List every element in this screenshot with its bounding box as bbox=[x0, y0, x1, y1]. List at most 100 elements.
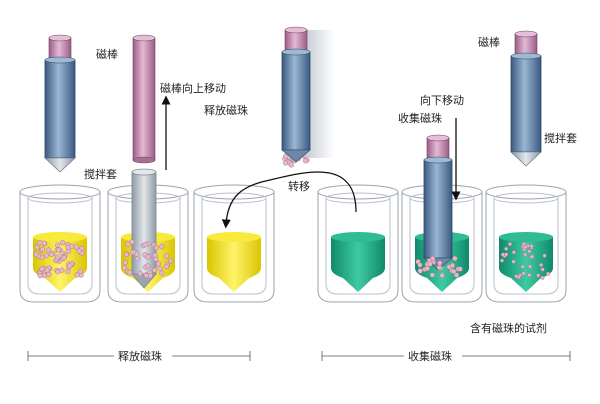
magnetic-rod-1 bbox=[44, 34, 76, 173]
bead bbox=[500, 258, 505, 263]
bead bbox=[457, 266, 463, 272]
bead bbox=[163, 263, 170, 270]
bead bbox=[529, 244, 534, 249]
stage-collect-label: 收集磁珠 bbox=[408, 349, 452, 363]
bead bbox=[39, 247, 46, 253]
bead bbox=[65, 269, 71, 275]
bead bbox=[424, 265, 430, 272]
tube-3 bbox=[193, 184, 275, 303]
stage-release: 释放磁珠 bbox=[27, 348, 251, 364]
bead bbox=[454, 272, 460, 278]
bead bbox=[65, 248, 71, 255]
bead bbox=[43, 252, 49, 259]
magnetic-rod-transfer bbox=[281, 26, 334, 163]
bead bbox=[155, 261, 162, 267]
bead bbox=[523, 252, 528, 257]
bead bbox=[34, 244, 40, 250]
bead bbox=[74, 272, 80, 278]
bead bbox=[437, 260, 443, 266]
bead bbox=[46, 247, 52, 253]
bead bbox=[508, 242, 513, 247]
bead bbox=[151, 267, 158, 273]
tube-6 bbox=[485, 184, 567, 303]
bead bbox=[73, 244, 80, 250]
bead bbox=[37, 240, 43, 246]
bead bbox=[504, 246, 509, 251]
bead bbox=[282, 160, 289, 166]
bead bbox=[137, 271, 143, 277]
stage-collect: 收集磁珠 bbox=[321, 348, 571, 364]
tube-4 bbox=[317, 184, 399, 303]
bead bbox=[417, 268, 423, 274]
bead bbox=[500, 252, 505, 257]
bead bbox=[77, 268, 84, 274]
bead bbox=[159, 244, 165, 250]
tube-2 bbox=[107, 168, 189, 303]
bead bbox=[530, 254, 535, 259]
bead bbox=[61, 255, 67, 261]
label-reagent: 含有磁珠的试剂 bbox=[470, 321, 547, 335]
bead bbox=[59, 240, 66, 246]
bead bbox=[539, 262, 544, 267]
label-release-beads: 释放磁珠 bbox=[204, 103, 248, 117]
label-move-down: 向下移动 bbox=[420, 93, 464, 107]
bead bbox=[55, 247, 62, 253]
label-collect-beads: 收集磁珠 bbox=[398, 111, 442, 125]
bead bbox=[527, 273, 532, 278]
bead bbox=[69, 243, 75, 250]
bead bbox=[159, 270, 165, 276]
bead bbox=[39, 266, 45, 272]
bead bbox=[521, 271, 526, 276]
magnetic-beads bbox=[33, 151, 551, 280]
bead bbox=[451, 268, 457, 275]
bead bbox=[76, 248, 82, 254]
bead bbox=[163, 253, 170, 259]
bead bbox=[523, 245, 528, 250]
bead bbox=[302, 158, 309, 164]
bead bbox=[67, 263, 73, 269]
bead bbox=[145, 254, 151, 260]
bead bbox=[449, 262, 456, 269]
bead bbox=[37, 273, 43, 279]
bead bbox=[123, 251, 130, 258]
label-sleeve-right: 搅拌套 bbox=[544, 131, 577, 145]
tube-5 bbox=[401, 134, 483, 303]
bead bbox=[522, 242, 527, 247]
bead bbox=[129, 239, 135, 245]
bead bbox=[540, 275, 545, 280]
bead bbox=[157, 266, 163, 272]
bead bbox=[121, 265, 128, 271]
bead bbox=[153, 245, 160, 251]
bead bbox=[143, 273, 150, 279]
bead bbox=[511, 259, 516, 264]
bead bbox=[145, 263, 151, 269]
bead bbox=[59, 267, 65, 273]
label-rod-up: 磁棒向上移动 bbox=[160, 81, 226, 95]
bead bbox=[520, 264, 525, 269]
bead bbox=[46, 271, 52, 278]
label-sleeve-left: 搅拌套 bbox=[84, 167, 117, 181]
bead bbox=[429, 272, 436, 278]
bead bbox=[527, 249, 532, 254]
bead bbox=[134, 256, 141, 262]
bead bbox=[436, 264, 442, 271]
bead bbox=[48, 251, 55, 257]
bead bbox=[536, 273, 541, 278]
arrow-transfer bbox=[221, 171, 357, 229]
magnetic-rod-2 bbox=[132, 34, 156, 164]
label-rod-1: 磁棒 bbox=[96, 47, 118, 61]
bead bbox=[439, 272, 445, 279]
bead bbox=[152, 252, 158, 258]
bead bbox=[514, 274, 519, 279]
bead bbox=[33, 251, 39, 257]
bead bbox=[504, 252, 509, 257]
label-transfer: 转移 bbox=[288, 179, 310, 193]
bead bbox=[122, 259, 129, 266]
stage-release-label: 释放磁珠 bbox=[118, 349, 162, 363]
bead bbox=[417, 262, 423, 268]
tube-1 bbox=[19, 184, 101, 303]
bead bbox=[452, 255, 458, 262]
bead bbox=[168, 258, 174, 264]
